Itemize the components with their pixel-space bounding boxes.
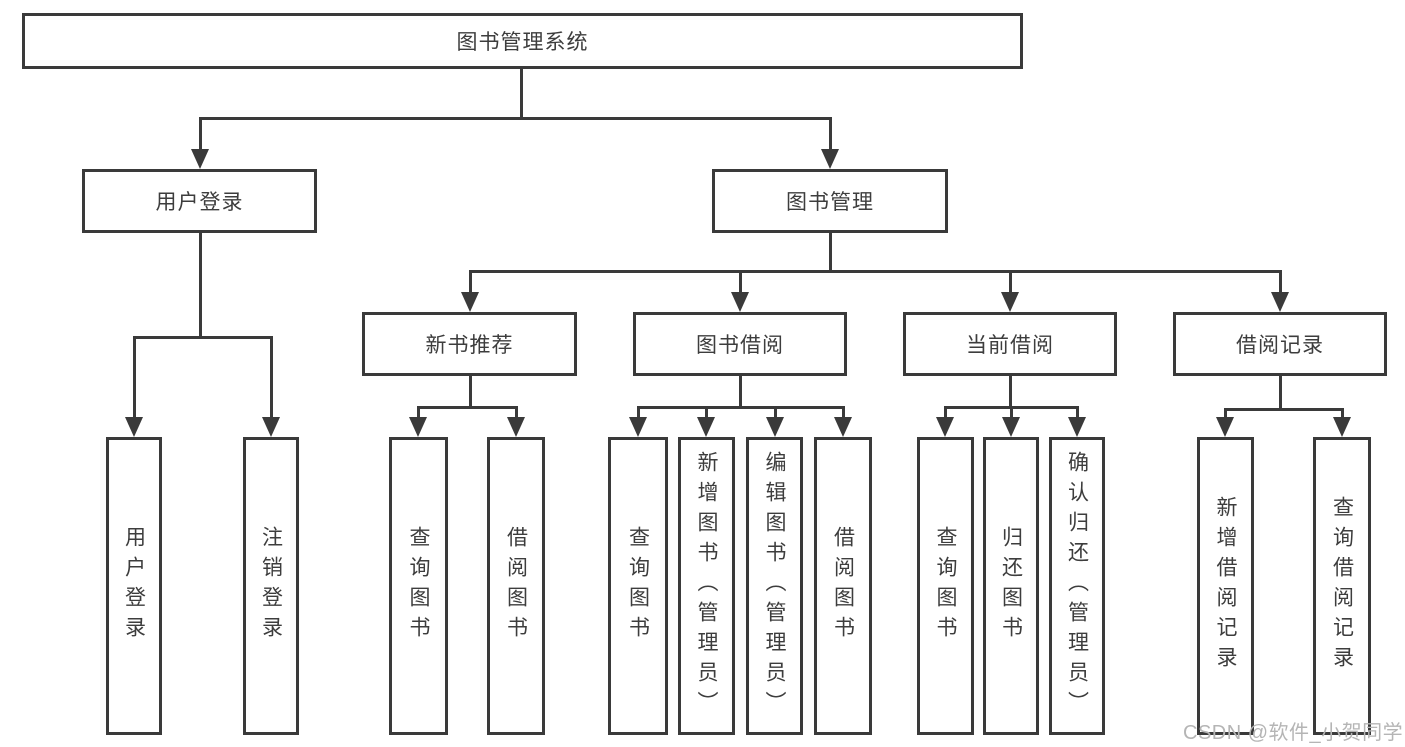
connector-line — [1009, 376, 1012, 409]
node-label: 借阅记录 — [1236, 334, 1324, 357]
arrowhead-icon — [1333, 417, 1351, 437]
leaf-return-books: 归还图书 — [983, 437, 1039, 735]
arrowhead-icon — [409, 417, 427, 437]
leaf-label: 注销登录 — [259, 526, 283, 646]
arrowhead-icon — [1068, 417, 1086, 437]
connector-line — [705, 406, 708, 419]
node-current-borrowing: 当前借阅 — [903, 312, 1117, 376]
connector-line — [829, 117, 832, 151]
connector-line — [829, 233, 832, 273]
leaf-borrow-books-newbook: 借阅图书 — [487, 437, 545, 735]
arrowhead-icon — [834, 417, 852, 437]
leaf-query-books-borrowing: 查询图书 — [608, 437, 668, 735]
leaf-borrow-books-borrowing: 借阅图书 — [814, 437, 872, 735]
connector-line — [270, 336, 273, 419]
arrowhead-icon — [697, 417, 715, 437]
connector-line — [944, 406, 947, 419]
connector-line — [469, 270, 1282, 273]
leaf-confirm-return-admin: 确认归还（管理员） — [1049, 437, 1105, 735]
leaf-label: 确认归还（管理员） — [1065, 451, 1089, 721]
node-label: 用户登录 — [155, 191, 244, 214]
node-new-book-recommendation: 新书推荐 — [362, 312, 577, 376]
connector-line — [1224, 408, 1227, 419]
node-book-management: 图书管理 — [712, 169, 948, 233]
arrowhead-icon — [191, 149, 209, 169]
watermark-text: CSDN @软件_小贺同学 — [1183, 722, 1404, 744]
leaf-logout: 注销登录 — [243, 437, 299, 735]
leaf-edit-books-admin: 编辑图书（管理员） — [746, 437, 803, 735]
connector-line — [739, 376, 742, 409]
leaf-query-borrow-record: 查询借阅记录 — [1313, 437, 1371, 735]
connector-line — [469, 376, 472, 409]
connector-line — [417, 406, 518, 409]
connector-line — [1341, 408, 1344, 419]
connector-line — [739, 270, 742, 294]
node-label: 图书管理 — [786, 191, 874, 214]
connector-line — [1009, 270, 1012, 294]
connector-line — [1279, 270, 1282, 294]
node-label: 新书推荐 — [425, 334, 514, 357]
connector-line — [1279, 376, 1282, 411]
arrowhead-icon — [507, 417, 525, 437]
connector-line — [520, 69, 523, 120]
connector-line — [1224, 408, 1344, 411]
node-label: 当前借阅 — [966, 334, 1054, 357]
node-library-management-system: 图书管理系统 — [22, 13, 1023, 69]
arrowhead-icon — [821, 149, 839, 169]
node-borrowing-records: 借阅记录 — [1173, 312, 1387, 376]
arrowhead-icon — [461, 292, 479, 312]
connector-line — [1010, 406, 1013, 419]
connector-line — [199, 233, 202, 339]
arrowhead-icon — [1271, 292, 1289, 312]
leaf-label: 查询图书 — [934, 526, 957, 646]
node-user-login: 用户登录 — [82, 169, 317, 233]
arrowhead-icon — [731, 292, 749, 312]
connector-line — [1076, 406, 1079, 419]
connector-line — [199, 117, 832, 120]
connector-line — [842, 406, 845, 419]
connector-line — [637, 406, 845, 409]
connector-line — [774, 406, 777, 419]
arrowhead-icon — [262, 417, 280, 437]
arrowhead-icon — [629, 417, 647, 437]
leaf-add-books-admin: 新增图书（管理员） — [678, 437, 735, 735]
leaf-label: 新增借阅记录 — [1214, 496, 1237, 676]
arrowhead-icon — [766, 417, 784, 437]
leaf-label: 编辑图书（管理员） — [763, 451, 786, 721]
leaf-query-books-newbook: 查询图书 — [389, 437, 448, 735]
arrowhead-icon — [125, 417, 143, 437]
leaf-label: 用户登录 — [122, 526, 146, 646]
connector-line — [417, 406, 420, 419]
connector-line — [637, 406, 640, 419]
leaf-label: 归还图书 — [999, 526, 1023, 646]
leaf-add-borrow-record: 新增借阅记录 — [1197, 437, 1254, 735]
leaf-query-books-current: 查询图书 — [917, 437, 974, 735]
leaf-label: 查询图书 — [626, 526, 650, 646]
connector-line — [469, 270, 472, 294]
connector-line — [515, 406, 518, 419]
node-book-borrowing: 图书借阅 — [633, 312, 847, 376]
leaf-label: 查询图书 — [407, 526, 430, 646]
leaf-label: 新增图书（管理员） — [695, 451, 718, 721]
arrowhead-icon — [1216, 417, 1234, 437]
leaf-label: 借阅图书 — [504, 526, 528, 646]
leaf-user-login: 用户登录 — [106, 437, 162, 735]
arrowhead-icon — [936, 417, 954, 437]
leaf-label: 借阅图书 — [831, 526, 855, 646]
arrowhead-icon — [1001, 292, 1019, 312]
connector-line — [133, 336, 136, 419]
connector-line — [199, 117, 202, 151]
node-label: 图书借阅 — [696, 334, 784, 357]
node-label: 图书管理系统 — [456, 31, 589, 54]
arrowhead-icon — [1002, 417, 1020, 437]
leaf-label: 查询借阅记录 — [1330, 496, 1354, 676]
connector-line — [133, 336, 273, 339]
